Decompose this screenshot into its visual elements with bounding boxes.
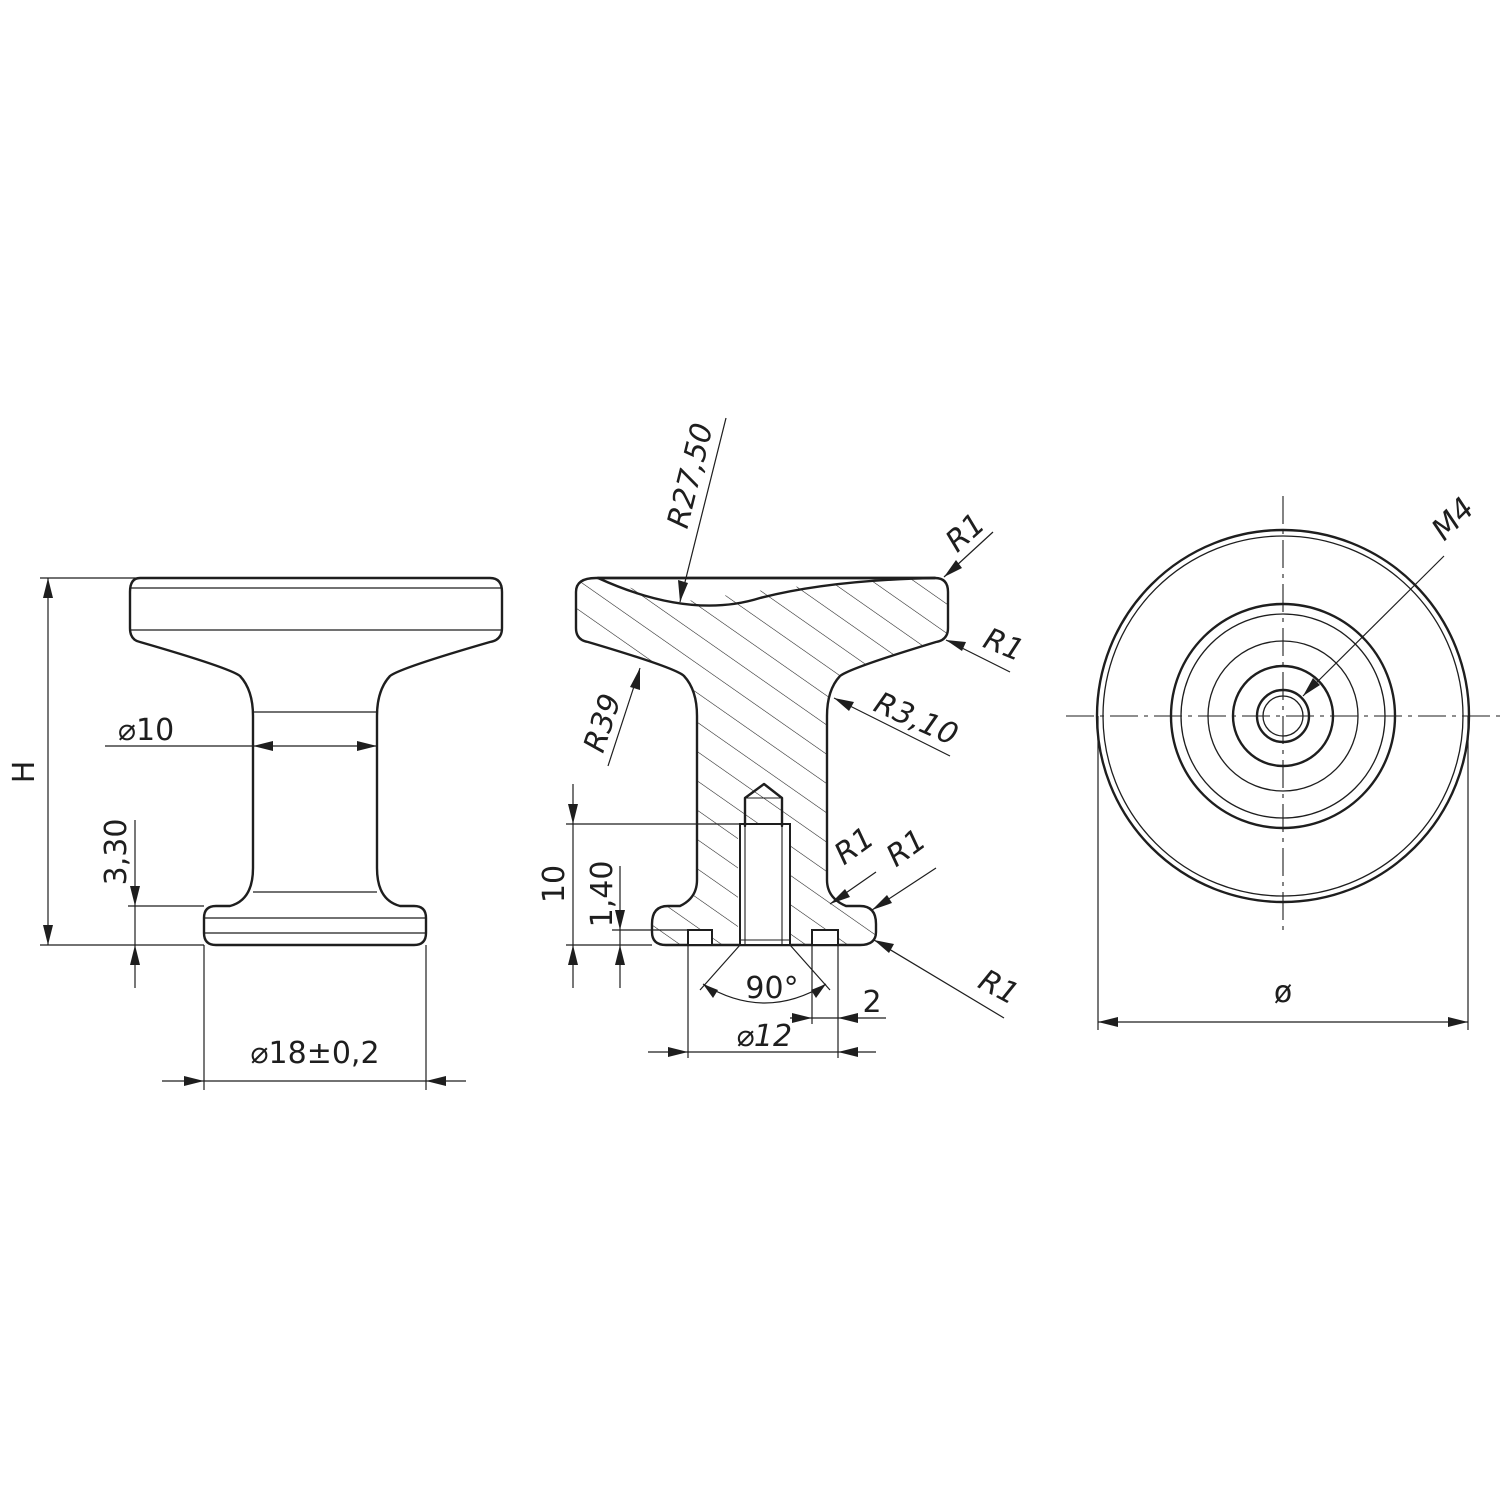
shank-diameter-label: ⌀10 xyxy=(118,713,174,748)
section-top-concave xyxy=(596,576,937,607)
top-view: M4 ø xyxy=(1066,491,1500,1030)
thread-size-label: M4 xyxy=(1425,491,1482,548)
top-edge-radius-label: R1 xyxy=(939,507,992,560)
foot-radius-b-label: R1 xyxy=(880,822,933,874)
foot-radius-a-label: R1 xyxy=(828,820,881,872)
section-outline xyxy=(574,576,950,947)
recess-depth-label: 1,40 xyxy=(585,861,620,928)
recess-right xyxy=(811,929,839,946)
recess-left xyxy=(687,929,713,946)
thread-hole-tip xyxy=(743,782,784,828)
underside-radius-label: R39 xyxy=(577,690,629,757)
section-view: R27,50 R1 R1 R39 R3,10 R1 R1 R1 xyxy=(537,417,1029,1058)
cap-edge-radius-label: R1 xyxy=(978,621,1028,668)
recess-diameter-label: ⌀12 xyxy=(736,1019,792,1054)
countersink-angle-label: 90° xyxy=(745,971,798,1006)
foot-bottom-radius-label: R1 xyxy=(973,963,1025,1013)
side-view-outline xyxy=(128,576,504,947)
height-dimension-label: H xyxy=(7,761,42,784)
outer-diameter-label: ø xyxy=(1274,975,1292,1010)
thread-depth-label: 10 xyxy=(537,865,572,903)
neck-radius-label: R3,10 xyxy=(869,686,963,754)
side-view: H ⌀10 3,30 ⌀18±0,2 xyxy=(7,576,504,1090)
base-thickness-label: 3,30 xyxy=(99,819,134,886)
base-diameter-label: ⌀18±0,2 xyxy=(250,1036,379,1071)
recess-width-label: 2 xyxy=(862,985,881,1020)
section-hatched-area xyxy=(576,578,948,945)
